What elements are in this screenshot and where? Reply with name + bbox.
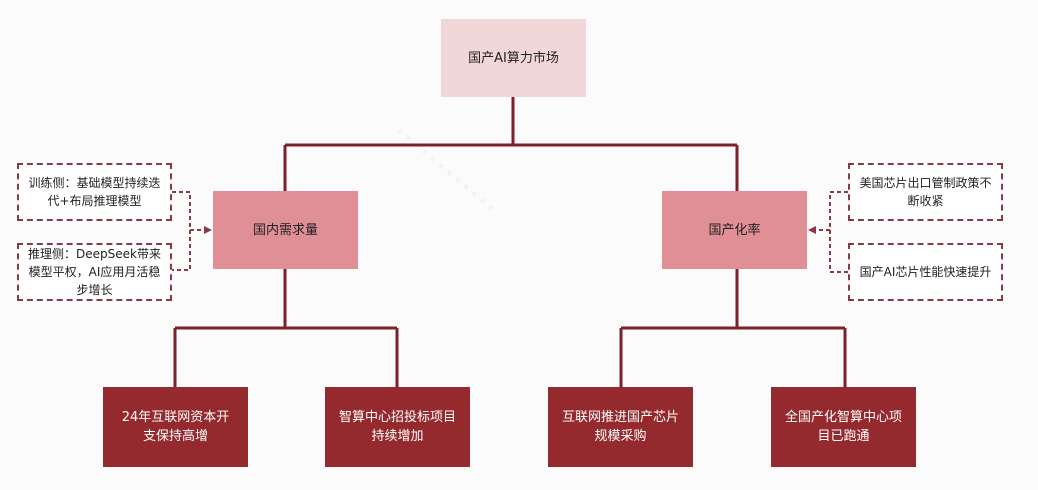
root-node: 国产AI算力市场 [441, 19, 586, 97]
leaf-label: 全国产化智算中心项目已跑通 [785, 410, 903, 444]
leaf-computing-center-bidding: 智算中心招投标项目持续增加 [325, 387, 470, 467]
note-label: 国产AI芯片性能快速提升 [859, 265, 992, 279]
branch-label: 国产化率 [708, 222, 761, 238]
leaf-full-localization-project: 全国产化智算中心项目已跑通 [771, 387, 916, 467]
note-label: 推理侧：DeepSeek带来模型平权，AI应用月活稳步增长 [28, 247, 161, 297]
branch-node-domestic-demand: 国内需求量 [213, 191, 358, 269]
note-label: 美国芯片出口管制政策不断收紧 [859, 176, 992, 208]
branch-label: 国内需求量 [252, 222, 318, 238]
leaf-label: 24年互联网资本开支保持高增 [121, 410, 230, 444]
branch-node-localization-rate: 国产化率 [662, 191, 807, 269]
note-label: 训练侧：基础模型持续迭代+布局推理模型 [28, 176, 161, 208]
root-label: 国产AI算力市场 [468, 50, 559, 66]
note-training-side: 训练侧：基础模型持续迭代+布局推理模型 [17, 163, 172, 221]
note-export-control: 美国芯片出口管制政策不断收紧 [848, 163, 1003, 221]
leaf-internet-capex: 24年互联网资本开支保持高增 [103, 387, 248, 467]
note-chip-performance: 国产AI芯片性能快速提升 [848, 243, 1003, 301]
leaf-label: 互联网推进国产芯片规模采购 [562, 410, 680, 444]
note-inference-side: 推理侧：DeepSeek带来模型平权，AI应用月活稳步增长 [17, 243, 172, 301]
leaf-domestic-chip-procurement: 互联网推进国产芯片规模采购 [548, 387, 693, 467]
leaf-label: 智算中心招投标项目持续增加 [339, 410, 457, 444]
